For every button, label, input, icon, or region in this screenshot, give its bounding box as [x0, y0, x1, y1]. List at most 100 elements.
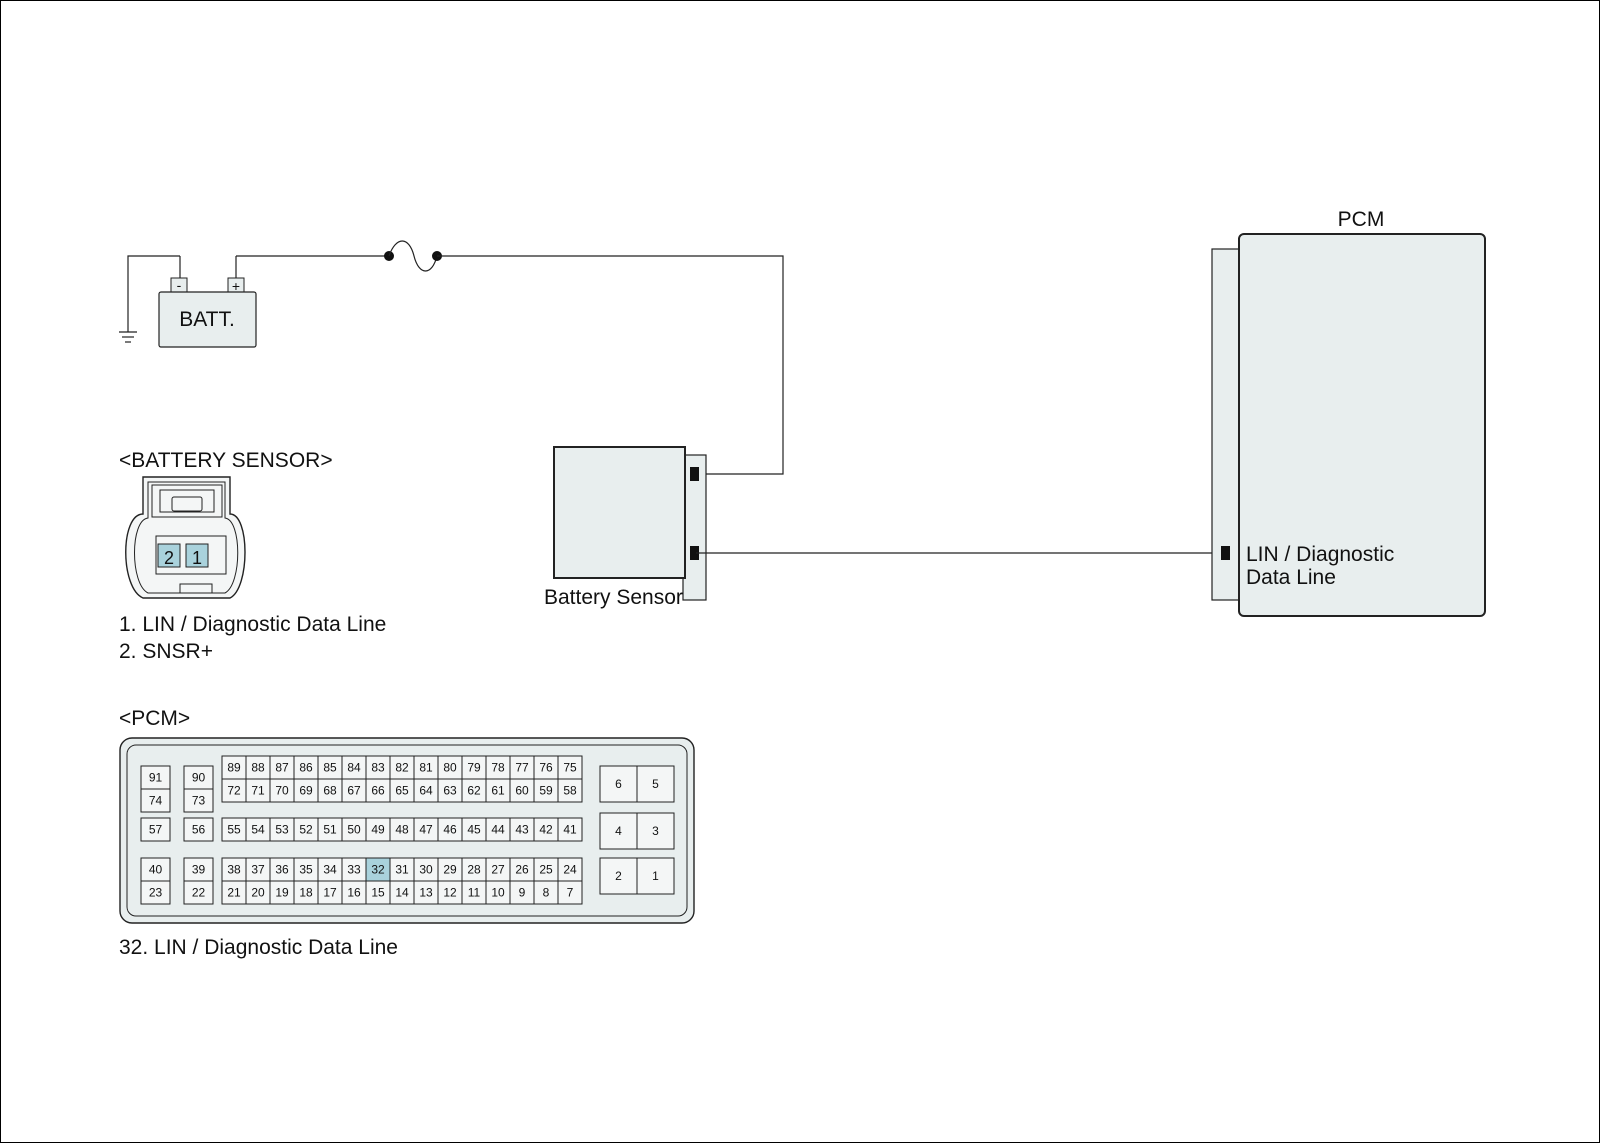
pcm-pin-label: 80: [443, 761, 457, 775]
pcm-pin-label: 85: [323, 761, 337, 775]
pcm-module: PCM LIN / Diagnostic Data Line: [1211, 208, 1486, 617]
pcm-pin-cell: [183, 788, 214, 813]
pcm-pin-label: 57: [149, 823, 163, 837]
pcm-pin-label: 17: [323, 886, 337, 900]
pcm-pin-cell: [557, 880, 583, 905]
sensor-legend-line: 2. SNSR+: [119, 640, 213, 663]
pcm-pin-label: 52: [299, 823, 313, 837]
pcm-pin-cell: [599, 765, 638, 803]
pcm-pin-label: 84: [347, 761, 361, 775]
pcm-pin-label: 27: [491, 863, 505, 877]
battery-neg-terminal: -: [177, 277, 182, 293]
pcm-pin-label: 26: [515, 863, 529, 877]
pcm-pin-label: 33: [347, 863, 361, 877]
battery: - + BATT.: [158, 256, 257, 348]
pcm-pin-label: 36: [275, 863, 289, 877]
pcm-pin-label: 2: [615, 869, 622, 883]
pcm-pin-label: 78: [491, 761, 505, 775]
pcm-pin-label: 56: [192, 823, 206, 837]
pcm-pin-label: 86: [299, 761, 313, 775]
pcm-pin-label: 91: [149, 771, 163, 785]
pcm-pin-label: 45: [467, 823, 481, 837]
pcm-pin-label: 76: [539, 761, 553, 775]
pcm-pin-label: 29: [443, 863, 457, 877]
pcm-pin-label: 20: [251, 886, 265, 900]
pcm-pin-label: 90: [192, 771, 206, 785]
pcm-pin-label: 43: [515, 823, 529, 837]
pcm-pin-label: 40: [149, 863, 163, 877]
pcm-pin-label: 48: [395, 823, 409, 837]
pcm-pin-label: 9: [519, 886, 526, 900]
pcm-pin-cell: [557, 817, 583, 842]
pcm-pin-label: 53: [275, 823, 289, 837]
pcm-pin-label: 73: [192, 794, 206, 808]
pcm-pin-cell: [599, 857, 638, 895]
pcm-pin-cell: [636, 857, 675, 895]
pcm-pin-cell: [599, 812, 638, 850]
pcm-pin-label: 89: [227, 761, 241, 775]
pcm-pin-label: 60: [515, 784, 529, 798]
pcm-pin-label: 12: [443, 886, 457, 900]
pcm-pin-label: 66: [371, 784, 385, 798]
sensor-pin: 1: [192, 548, 202, 568]
pcm-pin-label: 10: [491, 886, 505, 900]
pcm-pin-label: 44: [491, 823, 505, 837]
pcm-pin-label: 35: [299, 863, 313, 877]
pcm-pin-label: 46: [443, 823, 457, 837]
pcm-pin-label: 77: [515, 761, 529, 775]
pcm-pin-label: 61: [491, 784, 505, 798]
pcm-pin-label: 63: [443, 784, 457, 798]
pcm-pin-label: 50: [347, 823, 361, 837]
pcm-pin-cell: [183, 817, 214, 842]
pcm-pin-label-line2: Data Line: [1246, 566, 1336, 589]
pcm-pin-cell: [140, 880, 171, 905]
pcm-pin-label: 37: [251, 863, 265, 877]
pcm-pin-label: 30: [419, 863, 433, 877]
pcm-pin-label: 82: [395, 761, 409, 775]
sensor-legend-line: 1. LIN / Diagnostic Data Line: [119, 613, 386, 636]
pcm-pin-cell: [140, 788, 171, 813]
pcm-pin-label: 62: [467, 784, 481, 798]
pcm-pin-label: 28: [467, 863, 481, 877]
pcm-pin-label: 59: [539, 784, 553, 798]
pcm-pin-label: 70: [275, 784, 289, 798]
sensor-connector-title: <BATTERY SENSOR>: [119, 449, 333, 472]
pcm-pin-label: 68: [323, 784, 337, 798]
pcm-pin-label: 69: [299, 784, 313, 798]
pcm-pin-label-line1: LIN / Diagnostic: [1246, 543, 1394, 566]
pcm-pin-label: 71: [251, 784, 265, 798]
pcm-pin-label: 42: [539, 823, 553, 837]
pcm-pin-label: 83: [371, 761, 385, 775]
pcm-pin-label: 11: [468, 886, 481, 900]
pcm-pin-cell: [183, 880, 214, 905]
pcm-pin-label: 22: [192, 886, 206, 900]
pcm-pin-label: 31: [395, 863, 409, 877]
pcm-pin-label: 21: [227, 886, 241, 900]
pcm-pin-label: 81: [419, 761, 433, 775]
pcm-pin-label: 39: [192, 863, 206, 877]
pcm-pin-label: 15: [371, 886, 385, 900]
pcm-pin-label: 13: [419, 886, 433, 900]
supply-wire: [236, 240, 784, 475]
pcm-pin-label: 38: [227, 863, 241, 877]
pcm-pin-label: 87: [275, 761, 289, 775]
pcm-pin-label: 4: [615, 824, 622, 838]
pcm-pin-label: 75: [563, 761, 577, 775]
pcm-pin-label: 55: [227, 823, 241, 837]
fuse-icon: [388, 240, 438, 272]
pcm-pin-label: 14: [395, 886, 409, 900]
pcm-pin-label: 3: [652, 824, 659, 838]
pcm-pin-cell: [636, 812, 675, 850]
pcm-pin-cell: [557, 778, 583, 803]
ground-symbol: [119, 255, 180, 343]
pcm-pin-label: 58: [563, 784, 577, 798]
pcm-pin-label: 23: [149, 886, 163, 900]
battery-label: BATT.: [179, 308, 235, 331]
pcm-pin-label: 7: [567, 886, 574, 900]
pcm-pin-label: 47: [419, 823, 433, 837]
pcm-pin-label: 67: [347, 784, 361, 798]
pcm-pin-label: 65: [395, 784, 409, 798]
pcm-pin-label: 19: [275, 886, 289, 900]
